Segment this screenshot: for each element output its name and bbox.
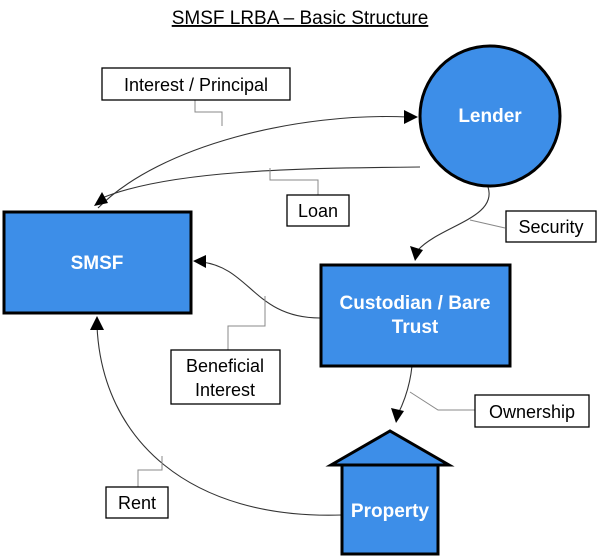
lender-label: Lender (458, 106, 522, 127)
security-box (505, 210, 597, 243)
rent-box (105, 486, 169, 519)
leader-ownership (409, 391, 475, 411)
edge-interest-principal (97, 115, 409, 209)
custodian-label-line2: Trust (392, 317, 439, 338)
arrowhead-ownership (391, 408, 404, 423)
interest-principal-box (101, 67, 291, 101)
interest-principal-label: Interest / Principal (124, 75, 268, 95)
arrowhead-rent (90, 316, 104, 330)
beneficial-label-line2: Interest (195, 380, 255, 400)
smsf-label: SMSF (71, 253, 124, 274)
custodian-node (319, 263, 512, 368)
leader-security (469, 219, 506, 229)
arrowhead-loan-to-smsf (94, 192, 108, 206)
security-label: Security (518, 217, 583, 237)
property-label: Property (351, 501, 430, 522)
custodian-label-line1: Custodian / Bare (340, 293, 491, 314)
property-node (340, 463, 440, 556)
loan-box (286, 194, 350, 227)
arrowhead-beneficial (193, 255, 206, 268)
edge-rent (96, 325, 343, 516)
lender-node (418, 44, 562, 188)
arrowhead-to-lender (404, 110, 418, 124)
ownership-box (474, 394, 590, 428)
edge-security (417, 186, 490, 251)
leader-rent (137, 456, 163, 487)
arrowhead-security (410, 246, 423, 261)
loan-label: Loan (298, 201, 338, 221)
leader-interest-principal (194, 100, 223, 126)
diagram-title: SMSF LRBA – Basic Structure (172, 8, 429, 29)
leader-loan (269, 168, 319, 195)
beneficial-label-line1: Beneficial (186, 356, 264, 376)
edge-ownership (397, 365, 413, 415)
rent-label: Rent (118, 493, 156, 513)
ownership-label: Ownership (489, 402, 575, 422)
beneficial-interest-box (170, 349, 281, 405)
leader-beneficial (227, 296, 266, 350)
smsf-node (2, 210, 193, 315)
edge-beneficial-interest (201, 261, 321, 319)
property-roof (325, 429, 455, 467)
edge-loan (101, 166, 421, 199)
